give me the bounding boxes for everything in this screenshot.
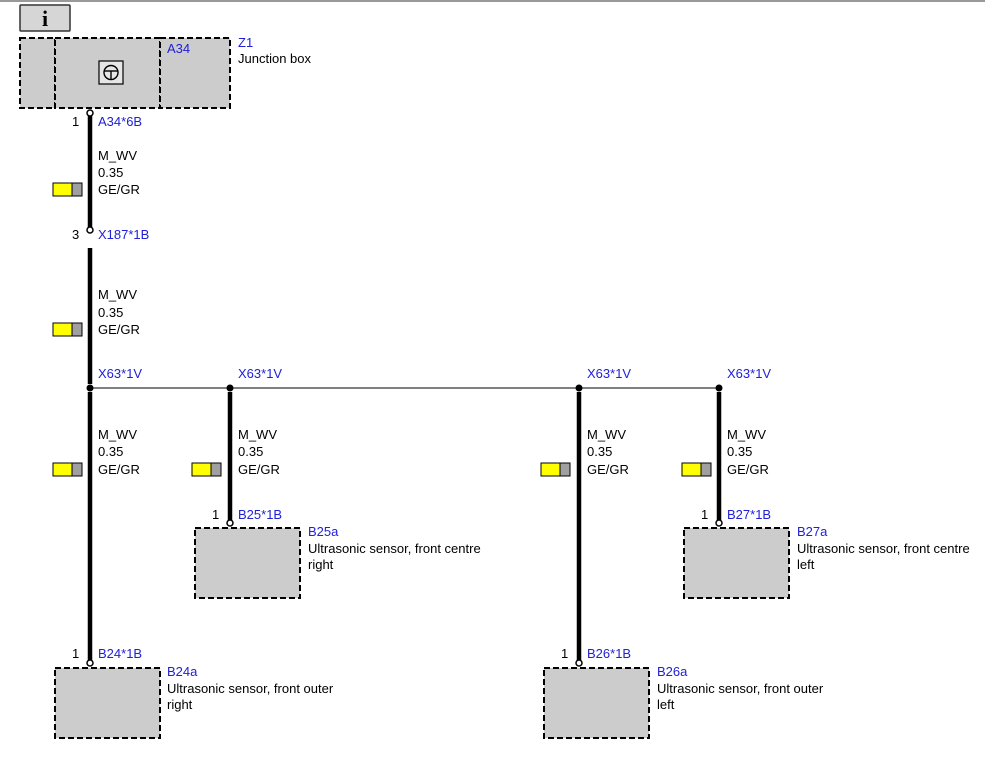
connector-pin (86, 659, 94, 667)
component-box-b27a[interactable] (683, 527, 790, 599)
wire-color: GE/GR (98, 462, 140, 477)
wire-info: M_WV 0.35 GE/GR (191, 427, 280, 477)
connector-pin (86, 226, 94, 234)
wire-signal: M_WV (727, 427, 766, 442)
splice-node (715, 384, 723, 392)
wire-size: 0.35 (238, 444, 263, 459)
wire-size: 0.35 (727, 444, 752, 459)
wire-signal: M_WV (238, 427, 277, 442)
wire-signal: M_WV (587, 427, 626, 442)
wire-color-swatch (681, 462, 712, 477)
wire-size: 0.35 (98, 305, 123, 320)
component-description-line1: Ultrasonic sensor, front centre (797, 541, 970, 556)
component-id[interactable]: B27a (797, 524, 828, 539)
component-description-line1: Ultrasonic sensor, front outer (657, 681, 824, 696)
wire-info: M_WV 0.35 GE/GR (52, 427, 140, 477)
junction-box-ref: A34 (167, 41, 190, 56)
splice-label[interactable]: X63*1V (727, 366, 771, 381)
connector-label[interactable]: X187*1B (98, 227, 149, 242)
component-box-b26a[interactable] (543, 667, 650, 739)
wire-color: GE/GR (98, 182, 140, 197)
wire-info: M_WV 0.35 GE/GR (681, 427, 769, 477)
connector-pin (86, 109, 94, 117)
splice-label[interactable]: X63*1V (238, 366, 282, 381)
component-id[interactable]: B25a (308, 524, 339, 539)
wire-color-swatch (52, 462, 83, 477)
connector-pin-number: 1 (561, 646, 568, 661)
info-button[interactable]: i (19, 4, 71, 32)
connector-label[interactable]: B24*1B (98, 646, 142, 661)
wire-signal: M_WV (98, 148, 137, 163)
wire-color-swatch (191, 462, 222, 477)
connector-pin (226, 519, 234, 527)
wire-signal: M_WV (98, 287, 137, 302)
wire-color: GE/GR (587, 462, 629, 477)
component-description-line2: left (797, 557, 815, 572)
splice-node (226, 384, 234, 392)
wire-size: 0.35 (98, 165, 123, 180)
wire-color-swatch (52, 322, 83, 337)
junction-box-id: Z1 (238, 35, 253, 50)
connector-pin (715, 519, 723, 527)
steering-wheel-icon (98, 60, 124, 85)
wire-color: GE/GR (727, 462, 769, 477)
connector-label[interactable]: B25*1B (238, 507, 282, 522)
component-id[interactable]: B26a (657, 664, 688, 679)
component-description-line2: right (167, 697, 193, 712)
connector-pin-number: 1 (72, 114, 79, 129)
junction-box-description: Junction box (238, 51, 311, 66)
connector-label[interactable]: B27*1B (727, 507, 771, 522)
wire-size: 0.35 (98, 444, 123, 459)
connector-pin-number: 3 (72, 227, 79, 242)
wire-info: M_WV 0.35 GE/GR (52, 287, 140, 337)
info-button-frame[interactable] (19, 4, 71, 32)
info-icon-glyph: i (42, 6, 48, 31)
component-description-line2: right (308, 557, 334, 572)
component-box-b24a[interactable] (54, 667, 161, 739)
splice-node (575, 384, 583, 392)
connector-pin-number: 1 (701, 507, 708, 522)
junction-box-section-right (159, 37, 231, 109)
connector-pin-number: 1 (212, 507, 219, 522)
junction-box-section-left (19, 37, 56, 109)
component-box-b25a[interactable] (194, 527, 301, 599)
connector-pin-number: 1 (72, 646, 79, 661)
connector-pin (575, 659, 583, 667)
junction-box[interactable] (19, 37, 231, 109)
connector-label[interactable]: A34*6B (98, 114, 142, 129)
component-description-line1: Ultrasonic sensor, front centre (308, 541, 481, 556)
connector-label[interactable]: B26*1B (587, 646, 631, 661)
wire-info: M_WV 0.35 GE/GR (540, 427, 629, 477)
wire-size: 0.35 (587, 444, 612, 459)
splice-label[interactable]: X63*1V (98, 366, 142, 381)
wire-color: GE/GR (238, 462, 280, 477)
component-description-line1: Ultrasonic sensor, front outer (167, 681, 334, 696)
wire-color-swatch (540, 462, 571, 477)
component-id[interactable]: B24a (167, 664, 198, 679)
wire-signal: M_WV (98, 427, 137, 442)
splice-node (86, 384, 94, 392)
info-icon: i (42, 6, 48, 31)
wire-color: GE/GR (98, 322, 140, 337)
component-description-line2: left (657, 697, 675, 712)
splice-label[interactable]: X63*1V (587, 366, 631, 381)
wire-color-swatch (52, 182, 83, 197)
wire-info: M_WV 0.35 GE/GR (52, 148, 140, 197)
